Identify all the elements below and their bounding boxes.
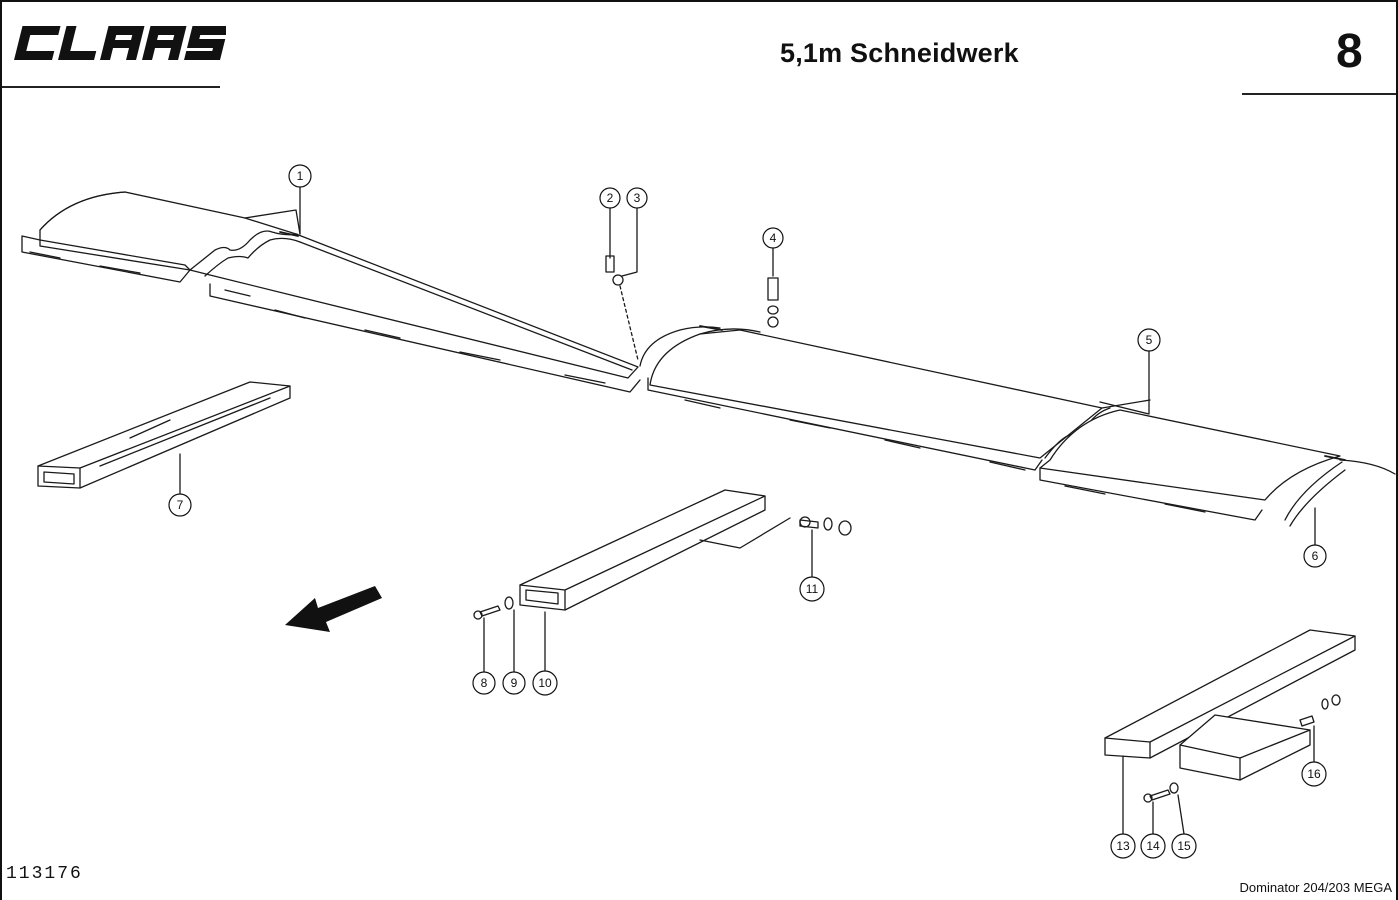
claas-logo bbox=[10, 20, 229, 66]
callout-6: 6 bbox=[1303, 544, 1327, 568]
washer-9 bbox=[504, 596, 514, 610]
cover-right-part bbox=[1039, 409, 1396, 527]
drawing-number: 113176 bbox=[6, 864, 83, 884]
bracket-assembly-13 bbox=[1104, 629, 1356, 803]
callout-9-label: 9 bbox=[511, 676, 518, 690]
callout-8-label: 8 bbox=[481, 676, 488, 690]
callout-6-label: 6 bbox=[1312, 549, 1319, 563]
bolt-8 bbox=[473, 605, 501, 620]
callout-2-label: 2 bbox=[607, 191, 614, 205]
leader-lines bbox=[179, 186, 1316, 835]
callout-14: 14 bbox=[1140, 833, 1166, 859]
header-rule-left bbox=[2, 86, 220, 88]
callout-13-label: 13 bbox=[1116, 839, 1130, 853]
callout-7-label: 7 bbox=[177, 498, 184, 512]
direction-arrow-icon bbox=[285, 586, 382, 632]
callout-10-label: 10 bbox=[538, 676, 552, 690]
callout-5-label: 5 bbox=[1146, 333, 1153, 347]
callout-8: 8 bbox=[472, 671, 496, 695]
claas-logo-graphic bbox=[14, 26, 229, 60]
callout-15: 15 bbox=[1171, 833, 1197, 859]
callout-14-label: 14 bbox=[1146, 839, 1160, 853]
callout-3: 3 bbox=[626, 187, 648, 209]
cover-left-part bbox=[21, 191, 721, 393]
bolt-2-washer-3 bbox=[605, 255, 639, 361]
callout-11-label: 11 bbox=[806, 582, 819, 596]
page-title: 5,1m Schneidwerk bbox=[780, 38, 1019, 68]
bolt-4-nut bbox=[767, 277, 779, 328]
callout-5: 5 bbox=[1137, 328, 1161, 352]
callout-16-label: 16 bbox=[1307, 767, 1321, 781]
support-bar-left bbox=[37, 381, 291, 489]
callout-15-label: 15 bbox=[1177, 839, 1191, 853]
header-rule-right bbox=[1242, 93, 1396, 95]
callout-11: 11 bbox=[799, 576, 825, 602]
callout-7: 7 bbox=[168, 493, 192, 517]
callout-1: 1 bbox=[288, 164, 312, 188]
callout-3-label: 3 bbox=[634, 191, 641, 205]
support-bar-middle bbox=[519, 489, 791, 611]
bolt-nut-11 bbox=[799, 516, 852, 536]
callout-9: 9 bbox=[502, 671, 526, 695]
callout-10: 10 bbox=[532, 670, 558, 696]
frame-left-border bbox=[0, 0, 2, 900]
machine-model: Dominator 204/203 MEGA bbox=[1239, 880, 1392, 895]
callout-13: 13 bbox=[1110, 833, 1136, 859]
callout-4-label: 4 bbox=[770, 231, 777, 245]
page-number: 8 bbox=[1336, 25, 1363, 78]
frame-top-border bbox=[0, 0, 1398, 2]
callout-4: 4 bbox=[762, 227, 784, 249]
callout-16: 16 bbox=[1301, 761, 1327, 787]
frame-right-border bbox=[1396, 0, 1398, 900]
callout-2: 2 bbox=[599, 187, 621, 209]
callout-1-label: 1 bbox=[297, 169, 304, 183]
